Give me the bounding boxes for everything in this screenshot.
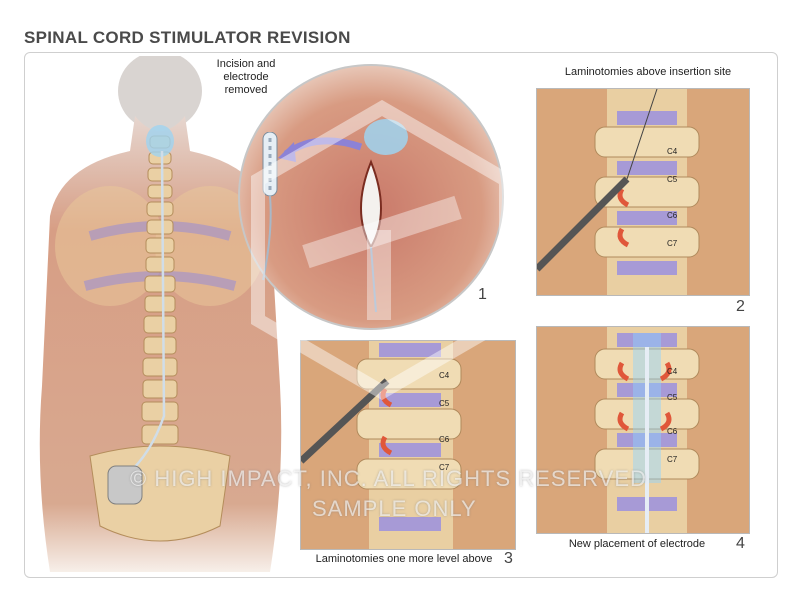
panel-2-caption: Laminotomies above insertion site: [564, 66, 732, 78]
vertebra-label-c5: C5: [667, 393, 678, 402]
panel-2-laminotomies: C4 C5 C6 C7: [536, 88, 750, 296]
watermark-logo: [232, 100, 532, 400]
vertebra-label-c4: C4: [667, 367, 678, 376]
panel-1-number: 1: [478, 286, 487, 303]
watermark-copyright: © HIGH IMPACT, INC. ALL RIGHTS RESERVED: [130, 466, 647, 491]
vertebra-label-c6: C6: [667, 427, 678, 436]
vertebra-label-c5: C5: [667, 175, 678, 184]
vertebra-label-c4: C4: [439, 371, 450, 380]
vertebra-label-c6: C6: [667, 211, 678, 220]
vertebra-label-c7: C7: [439, 463, 450, 472]
panel-3-caption: Laminotomies one more level above: [315, 553, 493, 565]
incision-label: Incision and electrode removed: [216, 58, 276, 96]
vertebra-label-c7: C7: [667, 239, 678, 248]
panel-4-caption: New placement of electrode: [568, 538, 706, 550]
panel-1-incision-view: [236, 62, 506, 332]
vertebra-label-c6: C6: [439, 435, 450, 444]
vertebra-label-c5: C5: [439, 399, 450, 408]
panel-2-number: 2: [736, 298, 745, 315]
panel-3-number: 3: [504, 550, 513, 567]
vertebra-label-c7: C7: [667, 455, 678, 464]
panel-4-number: 4: [736, 535, 745, 552]
panel-4-new-electrode: C4 C5 C6 C7: [536, 326, 750, 534]
removed-electrode: [255, 132, 285, 282]
vertebra-label-c4: C4: [667, 147, 678, 156]
page-title: SPINAL CORD STIMULATOR REVISION: [24, 28, 351, 47]
watermark-sample: SAMPLE ONLY: [312, 496, 477, 521]
back-anatomy-figure: [30, 56, 290, 572]
panel-3-laminotomies: C4 C5 C6 C7: [300, 340, 516, 550]
stimulator-device: [107, 465, 143, 505]
